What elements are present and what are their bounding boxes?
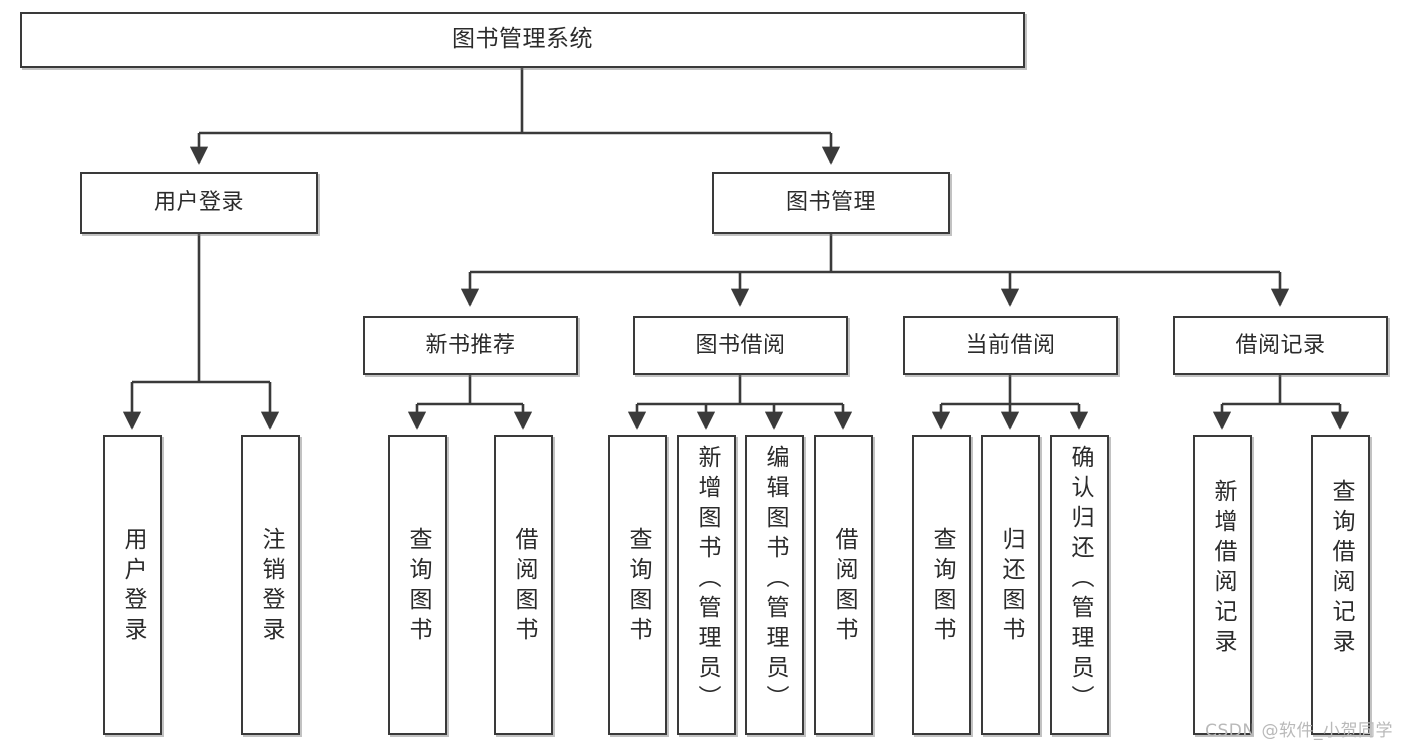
- node-label: 用户登录: [153, 190, 244, 216]
- node-label: 图书借阅: [695, 332, 786, 358]
- leaf-current-borrow-confirm[interactable]: 确认归还（管理员）: [1050, 435, 1109, 735]
- leaf-current-borrow-return[interactable]: 归还图书: [981, 435, 1040, 735]
- node-user-login[interactable]: 用户登录: [80, 172, 318, 234]
- node-label: 编辑图书（管理员）: [762, 445, 788, 715]
- node-book-borrow[interactable]: 图书借阅: [633, 316, 848, 375]
- node-label: 注销登录: [258, 527, 284, 647]
- node-label: 查询图书: [625, 527, 651, 647]
- node-label: 用户登录: [120, 527, 146, 647]
- leaf-book-borrow-add[interactable]: 新增图书（管理员）: [677, 435, 736, 735]
- node-new-book-recommend[interactable]: 新书推荐: [363, 316, 578, 375]
- leaf-user-login-login[interactable]: 用户登录: [103, 435, 162, 735]
- node-book-management[interactable]: 图书管理: [712, 172, 950, 234]
- leaf-book-borrow-borrow[interactable]: 借阅图书: [814, 435, 873, 735]
- node-label: 借阅图书: [511, 527, 537, 647]
- leaf-current-borrow-query[interactable]: 查询图书: [912, 435, 971, 735]
- leaf-new-book-query[interactable]: 查询图书: [388, 435, 447, 735]
- node-borrow-record[interactable]: 借阅记录: [1173, 316, 1388, 375]
- watermark-text: CSDN @软件_小贺同学: [1205, 721, 1393, 741]
- node-label: 当前借阅: [965, 332, 1056, 358]
- node-label: 新增借阅记录: [1210, 479, 1236, 659]
- node-label: 图书管理系统: [452, 26, 593, 53]
- leaf-book-borrow-query[interactable]: 查询图书: [608, 435, 667, 735]
- node-label: 新增图书（管理员）: [694, 445, 720, 715]
- node-label: 归还图书: [998, 527, 1024, 647]
- node-label: 查询借阅记录: [1328, 479, 1354, 659]
- node-label: 借阅记录: [1235, 332, 1326, 358]
- node-label: 确认归还（管理员）: [1067, 445, 1093, 715]
- leaf-borrow-record-query[interactable]: 查询借阅记录: [1311, 435, 1370, 735]
- node-current-borrow[interactable]: 当前借阅: [903, 316, 1118, 375]
- leaf-borrow-record-add[interactable]: 新增借阅记录: [1193, 435, 1252, 735]
- node-label: 借阅图书: [831, 527, 857, 647]
- leaf-new-book-borrow[interactable]: 借阅图书: [494, 435, 553, 735]
- leaf-book-borrow-edit[interactable]: 编辑图书（管理员）: [745, 435, 804, 735]
- node-label: 图书管理: [785, 190, 876, 216]
- node-label: 查询图书: [405, 527, 431, 647]
- node-root-system[interactable]: 图书管理系统: [20, 12, 1025, 68]
- node-label: 新书推荐: [425, 332, 516, 358]
- node-label: 查询图书: [929, 527, 955, 647]
- leaf-user-login-logout[interactable]: 注销登录: [241, 435, 300, 735]
